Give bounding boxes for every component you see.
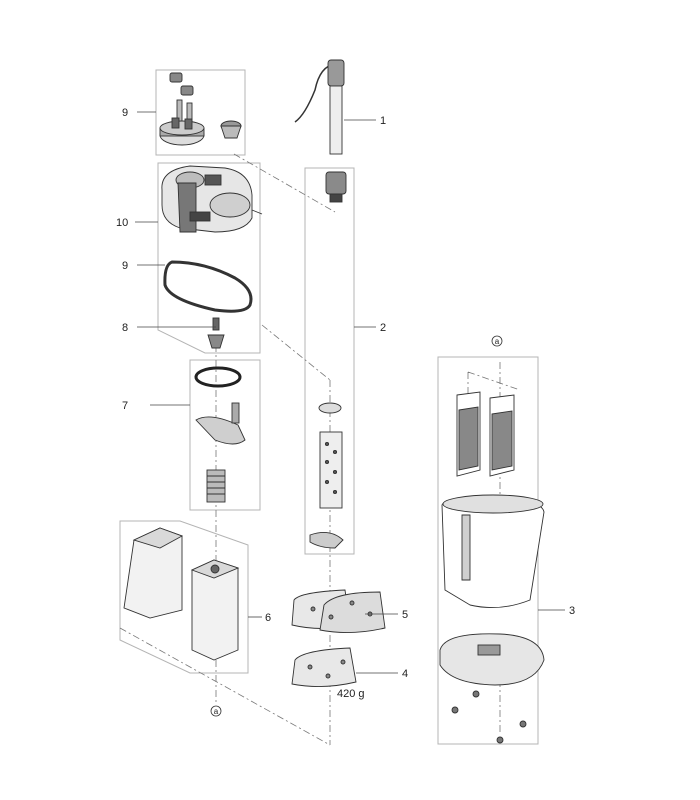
- callout-3: 3: [569, 605, 575, 617]
- group-box-2-tube: [304, 167, 355, 555]
- weight-label: 420 g: [337, 688, 365, 700]
- heater-intake: [294, 59, 347, 203]
- reference-marker-bottom-label: a: [214, 707, 219, 716]
- top-connector-caps: [159, 72, 205, 146]
- pump-housing: [161, 165, 263, 233]
- group-box-10-housing: [157, 162, 261, 354]
- assembly-line-top: [233, 153, 336, 213]
- callout-5: 5: [402, 609, 408, 621]
- reference-marker-bottom: a: [210, 705, 222, 717]
- o-ring-seal: [163, 260, 253, 313]
- assembly-line-basket-top: [467, 371, 521, 395]
- reference-marker-top-label: a: [495, 337, 500, 346]
- leader-lines: [135, 111, 565, 674]
- group-box-7: [189, 359, 261, 511]
- callout-8: 8: [122, 322, 128, 334]
- callout-7: 7: [122, 400, 128, 412]
- filter-media-bag-420g: [291, 647, 357, 688]
- callout-10: 10: [116, 217, 128, 229]
- pump-unit: [194, 366, 246, 503]
- callout-2: 2: [380, 322, 386, 334]
- callout-6: 6: [265, 612, 271, 624]
- assembly-line-bottom: [119, 627, 331, 746]
- uptake-tube: [309, 402, 344, 549]
- assembly-line-housing-tube: [261, 324, 331, 381]
- reference-marker-top: a: [491, 335, 503, 347]
- impeller: [207, 317, 225, 349]
- filter-basket-assembly: [439, 391, 545, 744]
- group-box-9-top: [155, 69, 246, 156]
- outlet-nozzle: [220, 120, 242, 139]
- callout-4: 4: [402, 668, 408, 680]
- filter-sponges: [123, 527, 240, 661]
- callout-9-top: 9: [122, 107, 128, 119]
- group-box-6-sponges: [119, 520, 249, 674]
- filter-media-bags: [291, 589, 386, 634]
- callout-9-ring: 9: [122, 260, 128, 272]
- callout-1: 1: [380, 115, 386, 127]
